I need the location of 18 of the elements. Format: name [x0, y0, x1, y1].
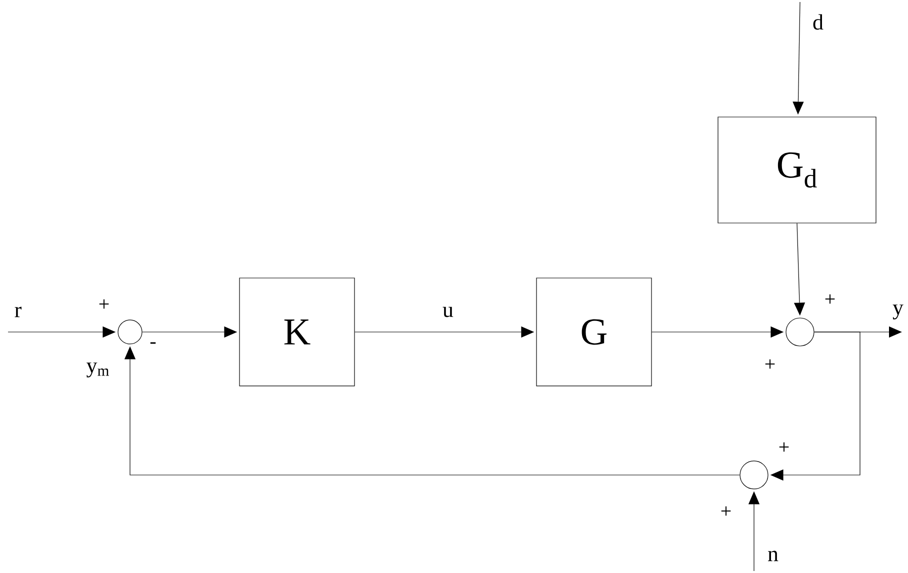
signal-label: r — [13, 306, 23, 318]
signal-label: n — [766, 550, 780, 562]
signal-label: d — [812, 13, 824, 31]
sign-label: + — [779, 442, 789, 452]
sign-label: - — [150, 342, 156, 344]
summing-junction — [786, 318, 814, 346]
signal-label: u — [442, 306, 454, 318]
block-box: K — [239, 278, 355, 386]
sign-label: + — [765, 359, 775, 369]
sign-label: + — [825, 294, 835, 304]
block-box: G — [536, 278, 652, 386]
summing-junction — [118, 320, 142, 344]
sign-label: + — [99, 299, 109, 309]
block-box: G$_{d}$ — [718, 116, 876, 224]
sign-label: + — [721, 506, 731, 516]
signal-label: y — [892, 304, 904, 320]
summing-junction — [740, 460, 768, 490]
signal-label: y$_{m}$ — [85, 362, 111, 378]
